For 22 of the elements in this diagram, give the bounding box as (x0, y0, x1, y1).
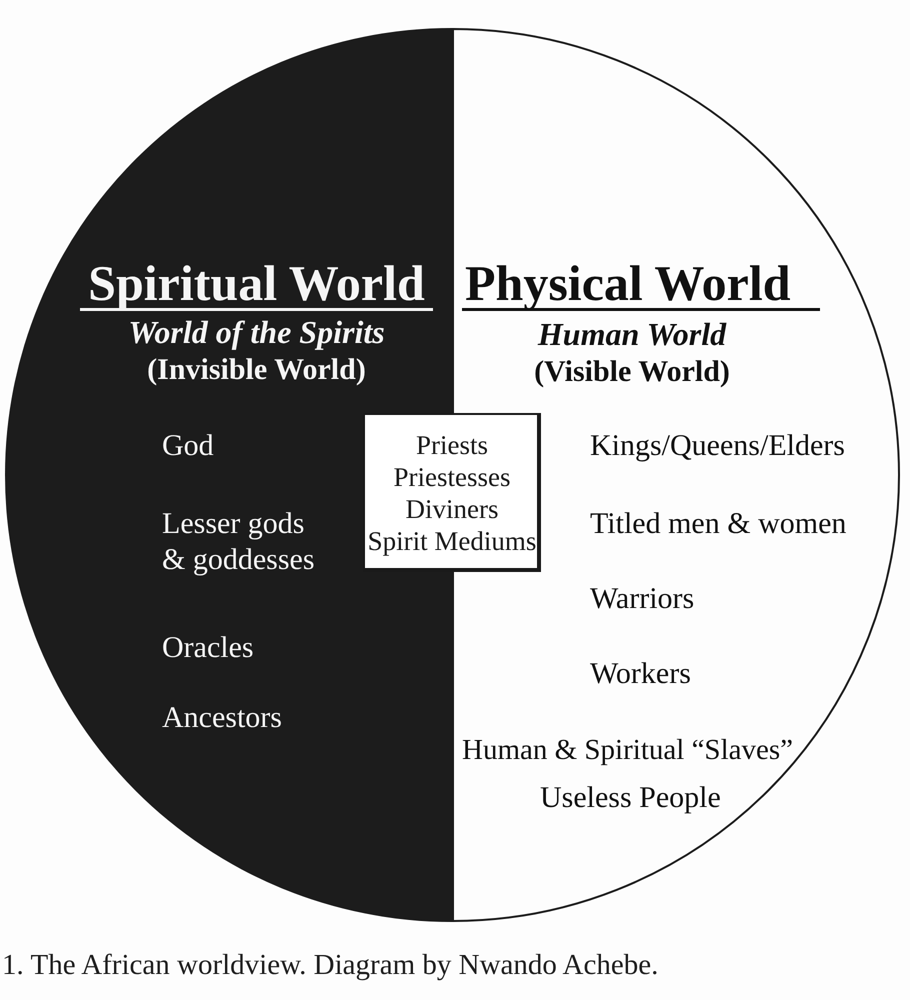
list-item: Diviners (404, 493, 500, 525)
subheading: Human World (536, 315, 728, 353)
list-item: Lesser gods & goddesses (162, 506, 316, 578)
list-item: Oracles (162, 630, 254, 666)
center-box (363, 413, 541, 572)
list-item: Titled men & women (590, 506, 846, 542)
list-item: Workers (590, 656, 691, 692)
list-item: Priestesses (392, 461, 512, 493)
list-item: Human & Spiritual “Slaves” (462, 733, 794, 768)
heading: Spiritual World (80, 258, 433, 311)
list-item: Kings/Queens/Elders (590, 428, 845, 464)
list-item: Spirit Mediums (366, 525, 538, 557)
subheading: World of the Spirits (127, 313, 386, 351)
subheading: (Visible World) (533, 354, 731, 390)
list-item: Useless People (540, 780, 721, 816)
list-item: Priests (414, 429, 489, 461)
subheading: (Invisible World) (146, 352, 367, 388)
list-item: Warriors (590, 581, 694, 617)
heading: Physical World (462, 258, 820, 311)
list-item: God (162, 428, 214, 464)
caption: 1. The African worldview. Diagram by Nwando Achebe. (2, 948, 658, 983)
list-item: Ancestors (162, 700, 282, 736)
